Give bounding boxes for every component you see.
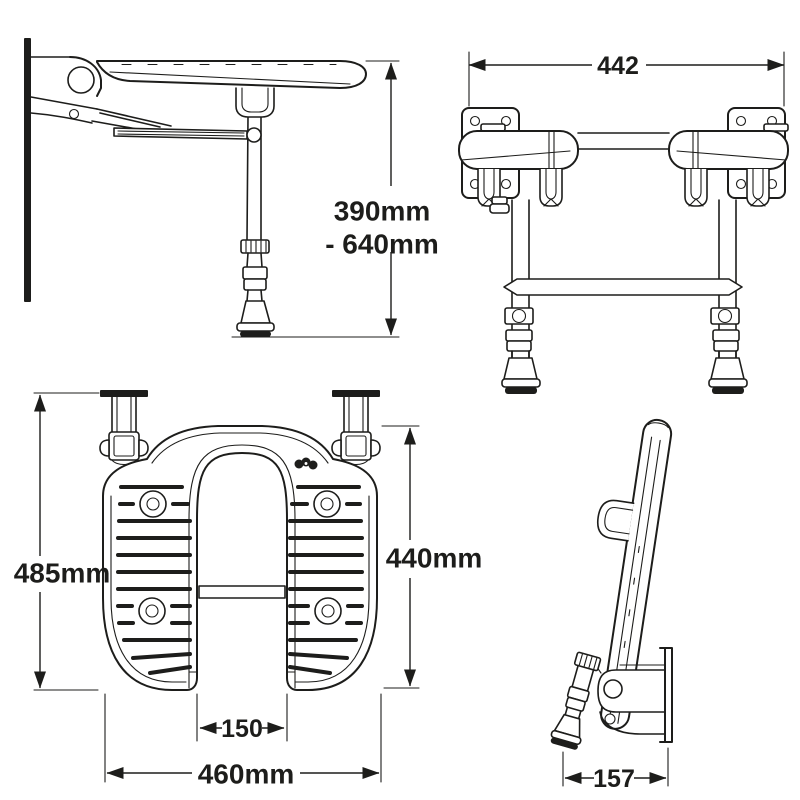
hinge-clevises xyxy=(477,168,770,207)
dimension-aperture-150: 150 xyxy=(196,693,288,743)
view-side-folded: 157 xyxy=(550,418,673,793)
dimension-label: 485mm xyxy=(14,558,111,589)
dimension-label: 442 xyxy=(597,52,639,80)
seat-front-left xyxy=(458,130,579,170)
dimension-label: 440mm xyxy=(386,543,483,574)
dimension-label: 390mm xyxy=(334,196,431,227)
dimension-projection-157: 157 xyxy=(562,747,669,793)
leg-folded xyxy=(550,651,602,750)
seat-drain-slots-left xyxy=(116,485,192,675)
cross-brace xyxy=(503,278,743,296)
dimension-label: 150 xyxy=(221,715,263,743)
view-side-elevation-leg-down: 390mm - 640mm xyxy=(24,38,439,338)
seat-front-right xyxy=(668,130,789,170)
seat-drain-slots-right xyxy=(288,485,364,675)
wall-plate-edge xyxy=(24,38,31,302)
leg-pivot-knob xyxy=(246,127,262,143)
rubber-foot xyxy=(240,300,271,324)
view-front-elevation: 442 xyxy=(458,51,789,394)
dimension-seat-depth-440: 440mm xyxy=(381,425,483,689)
dimension-width-442: 442 xyxy=(468,51,785,107)
wall-plate-edge-folded xyxy=(659,647,673,743)
view-plan: 485mm 440mm 150 460mm xyxy=(14,390,483,790)
dimension-depth-485: 485mm xyxy=(14,392,111,691)
seat-handle xyxy=(596,499,635,542)
dimension-width-460: 460mm xyxy=(104,693,382,790)
release-knob xyxy=(491,196,508,205)
dimension-label: 460mm xyxy=(198,759,295,790)
seat-plan-outline xyxy=(102,425,378,691)
dimension-height-390-640: 390mm - 640mm xyxy=(231,60,439,338)
dimension-label: - 640mm xyxy=(325,229,439,260)
plan-wall-post-right xyxy=(331,390,381,466)
dimension-label: 157 xyxy=(593,765,635,793)
brand-logo-icon xyxy=(294,457,318,470)
plan-wall-post-left xyxy=(99,390,149,466)
support-arm xyxy=(113,127,248,140)
hinge-pivot xyxy=(67,66,95,94)
